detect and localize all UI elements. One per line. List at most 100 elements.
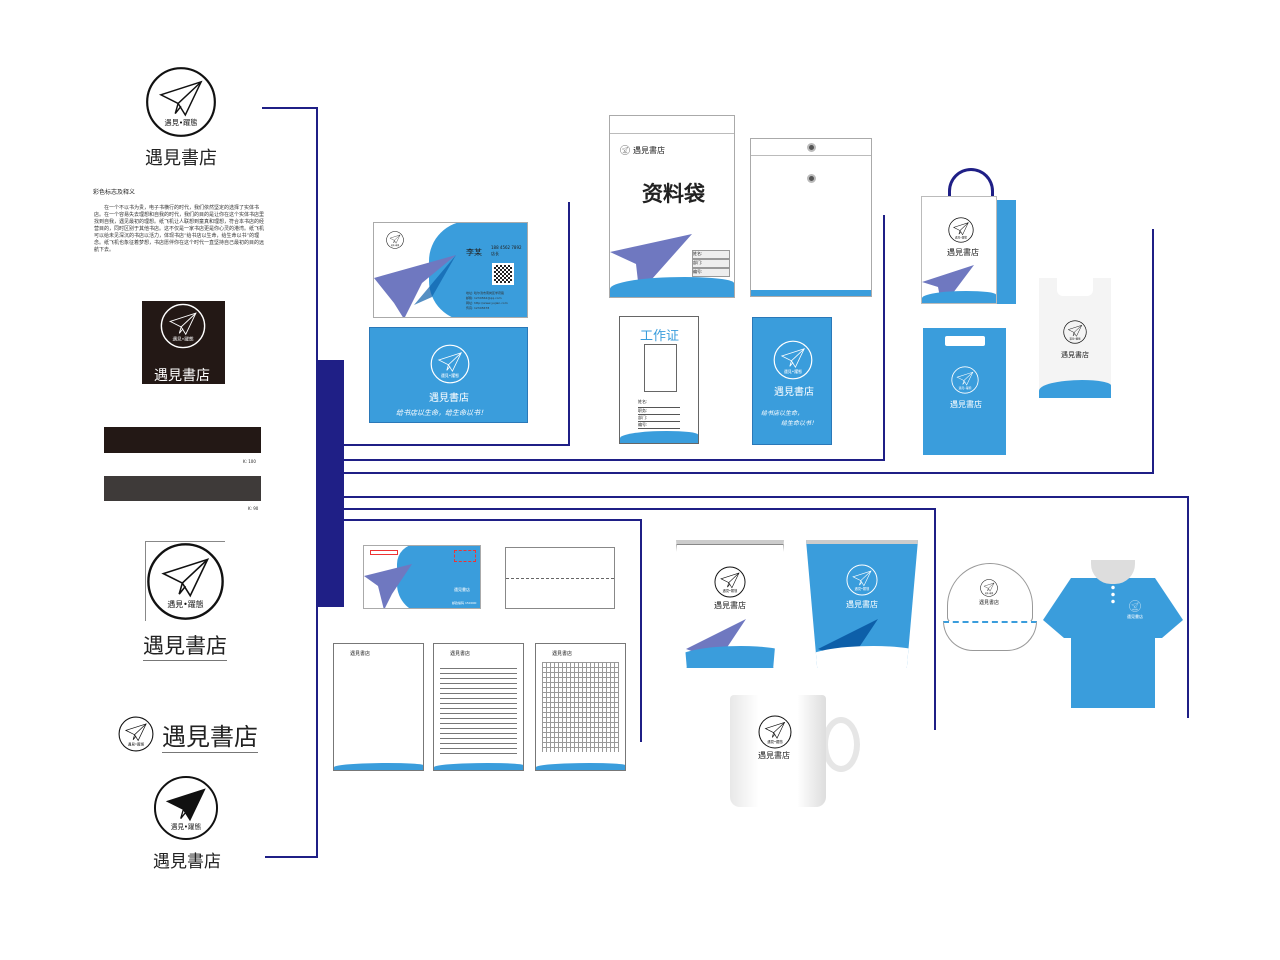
paper-plane-graphic (374, 255, 456, 317)
badge-field: 姓名: (638, 399, 680, 408)
letterhead-blank: 遇見書店 (333, 643, 424, 771)
logo-emblem: 遇見•躍態 (773, 340, 813, 380)
logo-wordmark: 遇見書店 (846, 600, 878, 609)
logo-wordmark: 遇見書店 (979, 600, 1000, 606)
connector (1187, 496, 1189, 718)
connector (343, 519, 642, 521)
connector (934, 508, 936, 730)
connector (883, 215, 885, 461)
logo-tagline: 遇見•躍態 (1132, 608, 1138, 611)
logo-tagline: 遇見•躍態 (391, 243, 399, 247)
logo-emblem: 遇見•躍態 (980, 579, 998, 597)
qr-code-icon (492, 263, 514, 285)
logo-wordmark: 遇見書店 (714, 601, 746, 610)
logo-wordmark: 遇見書店 (429, 393, 469, 404)
card-fax: 传真: 12345678 (466, 306, 490, 310)
card-title: 店长 (491, 251, 499, 256)
business-card-front: 遇見•躍態 李某 188 4562 7892 店长 地址: 哈尔滨市南岗区学府路… (373, 222, 528, 318)
bag-handle (948, 168, 994, 218)
mug: 遇見•躍態 遇見書店 (730, 695, 862, 808)
logo-tagline: 遇見•躍態 (441, 372, 459, 378)
logo-wordmark: 遇見書店 (450, 651, 471, 657)
logo-emblem: 遇見•躍態 (386, 231, 404, 249)
letterhead-lined: 遇見書店 (433, 643, 524, 771)
badge-title: 工作证 (640, 329, 680, 344)
logo-emblem: 遇見•躍態 (1129, 600, 1141, 612)
connector (343, 459, 885, 461)
plastic-bag: 遇見•躍態 遇見書店 (923, 328, 1006, 455)
paper-cup-white: 遇見•躍態 遇見書店 (676, 540, 784, 668)
folder-title: 资料袋 (642, 181, 705, 206)
logo-emblem: 遇見•躍態 (758, 715, 792, 749)
logo-description-body: 在一个不以书为贵，电子书横行的时代，我们依然坚定的选择了实体书店。在一个容易失去… (94, 205, 265, 253)
envelope-back (505, 547, 615, 609)
logo-wordmark: 遇見書店 (1061, 351, 1089, 359)
cap: 遇見•躍態 遇見書店 (943, 563, 1037, 655)
logo-wordmark: 遇見書店 (1127, 614, 1143, 619)
polo-shirt: 遇見•躍態 遇見書店 (1043, 558, 1183, 708)
logo-tagline: 遇見•躍態 (959, 386, 972, 390)
badge-field: 编号: (638, 422, 680, 429)
logo-tagline: 遇見•躍態 (723, 588, 738, 593)
swatch-label: K: 90 (248, 506, 259, 511)
logo-tagline: 遇見•躍態 (767, 739, 783, 744)
logo-emblem: 遇見•躍態 (620, 145, 630, 155)
logo-wordmark: 遇見書店 (633, 146, 665, 155)
logo-wordmark: 遇見書店 (758, 751, 790, 760)
envelope-front: 遇見書店 邮政编码 150000 (363, 545, 481, 609)
shirt-buttons (1111, 584, 1115, 606)
logo-emblem: 遇見•躍態 (948, 217, 974, 243)
logo-grid-emblem: 遇見•躍態 (145, 541, 225, 621)
slogan: 给书店以生命， (761, 410, 804, 417)
shopping-bag: 遇見•躍態 遇見書店 (920, 168, 1016, 306)
logo-emblem: 遇見•躍態 (145, 66, 217, 138)
connector (568, 202, 570, 446)
logo-tagline: 遇見•躍態 (955, 235, 967, 239)
connector (1152, 229, 1154, 474)
logo-inverse: 遇見•躍態 遇見書店 (142, 301, 225, 384)
logo-horizontal-wordmark: 遇見書店 (162, 717, 258, 753)
logo-wordmark: 遇見書店 (774, 387, 814, 398)
paper-plane-graphic (610, 234, 692, 297)
swatch-k90 (104, 476, 261, 501)
logo-emblem: 遇見•躍態 (430, 344, 470, 384)
logo-tagline: 遇見•躍態 (172, 336, 193, 343)
postcode: 邮政编码 150000 (452, 601, 477, 605)
connector-bar (317, 360, 344, 607)
logo-emblem: 遇見•躍態 (1063, 320, 1087, 344)
logo-emblem: 遇見•躍態 (160, 303, 206, 349)
logo-horizontal-emblem: 遇見•躍態 (118, 716, 154, 752)
paper-cup-blue: 遇見•躍態 遇見書店 (806, 540, 918, 668)
bag-handle-cutout (945, 336, 985, 346)
logo-wordmark: 遇見書店 (947, 248, 979, 257)
badge-field: 部门: (638, 415, 680, 422)
slogan: 给生命以书！ (781, 420, 818, 427)
document-folder-back (750, 138, 872, 297)
folder-field: 部门: (692, 259, 730, 268)
card-web: 网址: http://www.yujian.com (466, 301, 508, 305)
connector (343, 444, 570, 446)
logo-wordmark: 遇見書店 (350, 651, 371, 657)
logo-wordmark: 遇見書店 (552, 651, 573, 657)
connector (640, 519, 642, 742)
folder-field: 姓名: (692, 250, 730, 259)
logo-wordmark: 遇見書店 (153, 852, 221, 872)
connector (262, 107, 318, 109)
letterhead-grid: 遇見書店 (535, 643, 626, 771)
logo-grid-wordmark: 遇見書店 (143, 630, 227, 661)
logo-wordmark: 遇見書店 (145, 148, 217, 169)
logo-wordmark: 遇見書店 (454, 587, 470, 592)
logo-tagline: 遇見•躍態 (165, 118, 198, 127)
logo-tagline: 遇見•躍態 (623, 151, 628, 154)
logo-tagline: 遇見•躍態 (985, 591, 993, 595)
badge-field: 职务: (638, 408, 680, 415)
card-phone: 188 4562 7892 (491, 245, 522, 250)
button-fastener-icon (807, 143, 816, 152)
postcode-boxes (370, 550, 398, 555)
business-card-back: 遇見•躍態 遇見書店 给书店以生命，给生命以书！ (369, 327, 528, 423)
swatch-k100 (104, 427, 261, 453)
slogan: 给书店以生命，给生命以书！ (396, 409, 487, 417)
logo-tagline: 遇見•躍態 (128, 742, 145, 747)
button-fastener-icon (807, 174, 816, 183)
connector (343, 496, 1189, 498)
